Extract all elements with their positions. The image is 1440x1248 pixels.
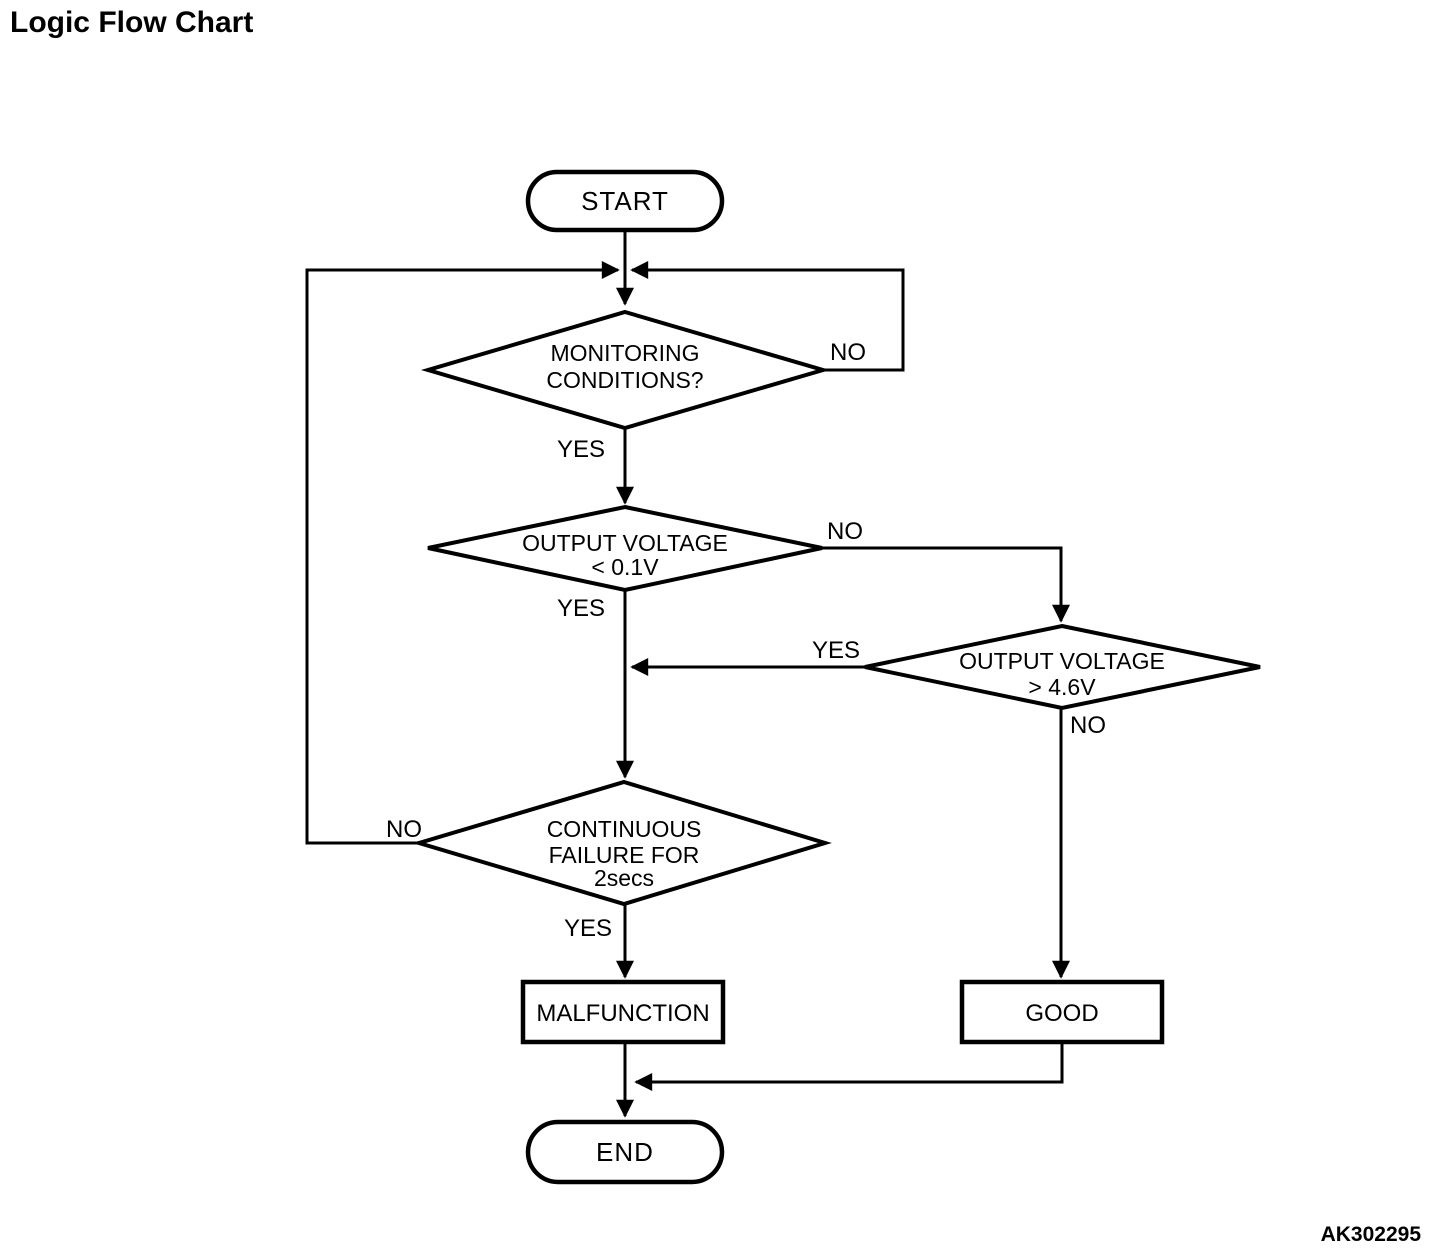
node-end-label: END (596, 1137, 654, 1167)
node-good-label: GOOD (1025, 1000, 1098, 1027)
node-output-low-label-line1: OUTPUT VOLTAGE (522, 530, 728, 556)
edge-label-output-low-yes: YES (557, 595, 605, 622)
edge-monitoring-no-loop (630, 261, 905, 372)
edge-good-to-end (634, 1042, 1064, 1091)
node-start-shape (525, 169, 725, 233)
edge-label-output-high-yes: YES (812, 637, 860, 664)
node-continuous-label-line3: 2secs (594, 865, 654, 891)
node-output-high-label-line2: > 4.6V (1028, 674, 1096, 700)
node-start-label: START (581, 186, 669, 216)
edge-label-output-low-no: NO (827, 518, 863, 545)
edge-continuous-no-loop (305, 261, 620, 845)
edge-label-monitoring-yes: YES (557, 436, 605, 463)
edge-output-low-no (822, 546, 1070, 623)
node-end-shape (525, 1119, 725, 1185)
node-malfunction-shape (520, 979, 726, 1045)
node-monitoring-label-line1: MONITORING (550, 340, 699, 366)
node-monitoring-shape (420, 309, 831, 431)
node-output-low-label-line2: < 0.1V (591, 554, 659, 580)
node-output-high-label-line1: OUTPUT VOLTAGE (959, 648, 1165, 674)
figure-code: AK302295 (1321, 1223, 1422, 1246)
edge-label-continuous-yes: YES (564, 915, 612, 942)
page-title: Logic Flow Chart (10, 6, 253, 39)
node-malfunction-label: MALFUNCTION (536, 1000, 709, 1027)
node-continuous-label-line2: FAILURE FOR (549, 842, 700, 868)
node-continuous-shape (411, 779, 832, 907)
edge-label-monitoring-no: NO (830, 339, 866, 366)
node-continuous-label-line1: CONTINUOUS (547, 816, 702, 842)
node-output-low-shape (427, 504, 823, 593)
node-output-high-shape (864, 623, 1261, 711)
edge-label-continuous-no: NO (386, 816, 422, 843)
edge-label-output-high-no: NO (1070, 712, 1106, 739)
node-good-shape (959, 979, 1165, 1045)
node-monitoring-label-line2: CONDITIONS? (546, 367, 703, 393)
